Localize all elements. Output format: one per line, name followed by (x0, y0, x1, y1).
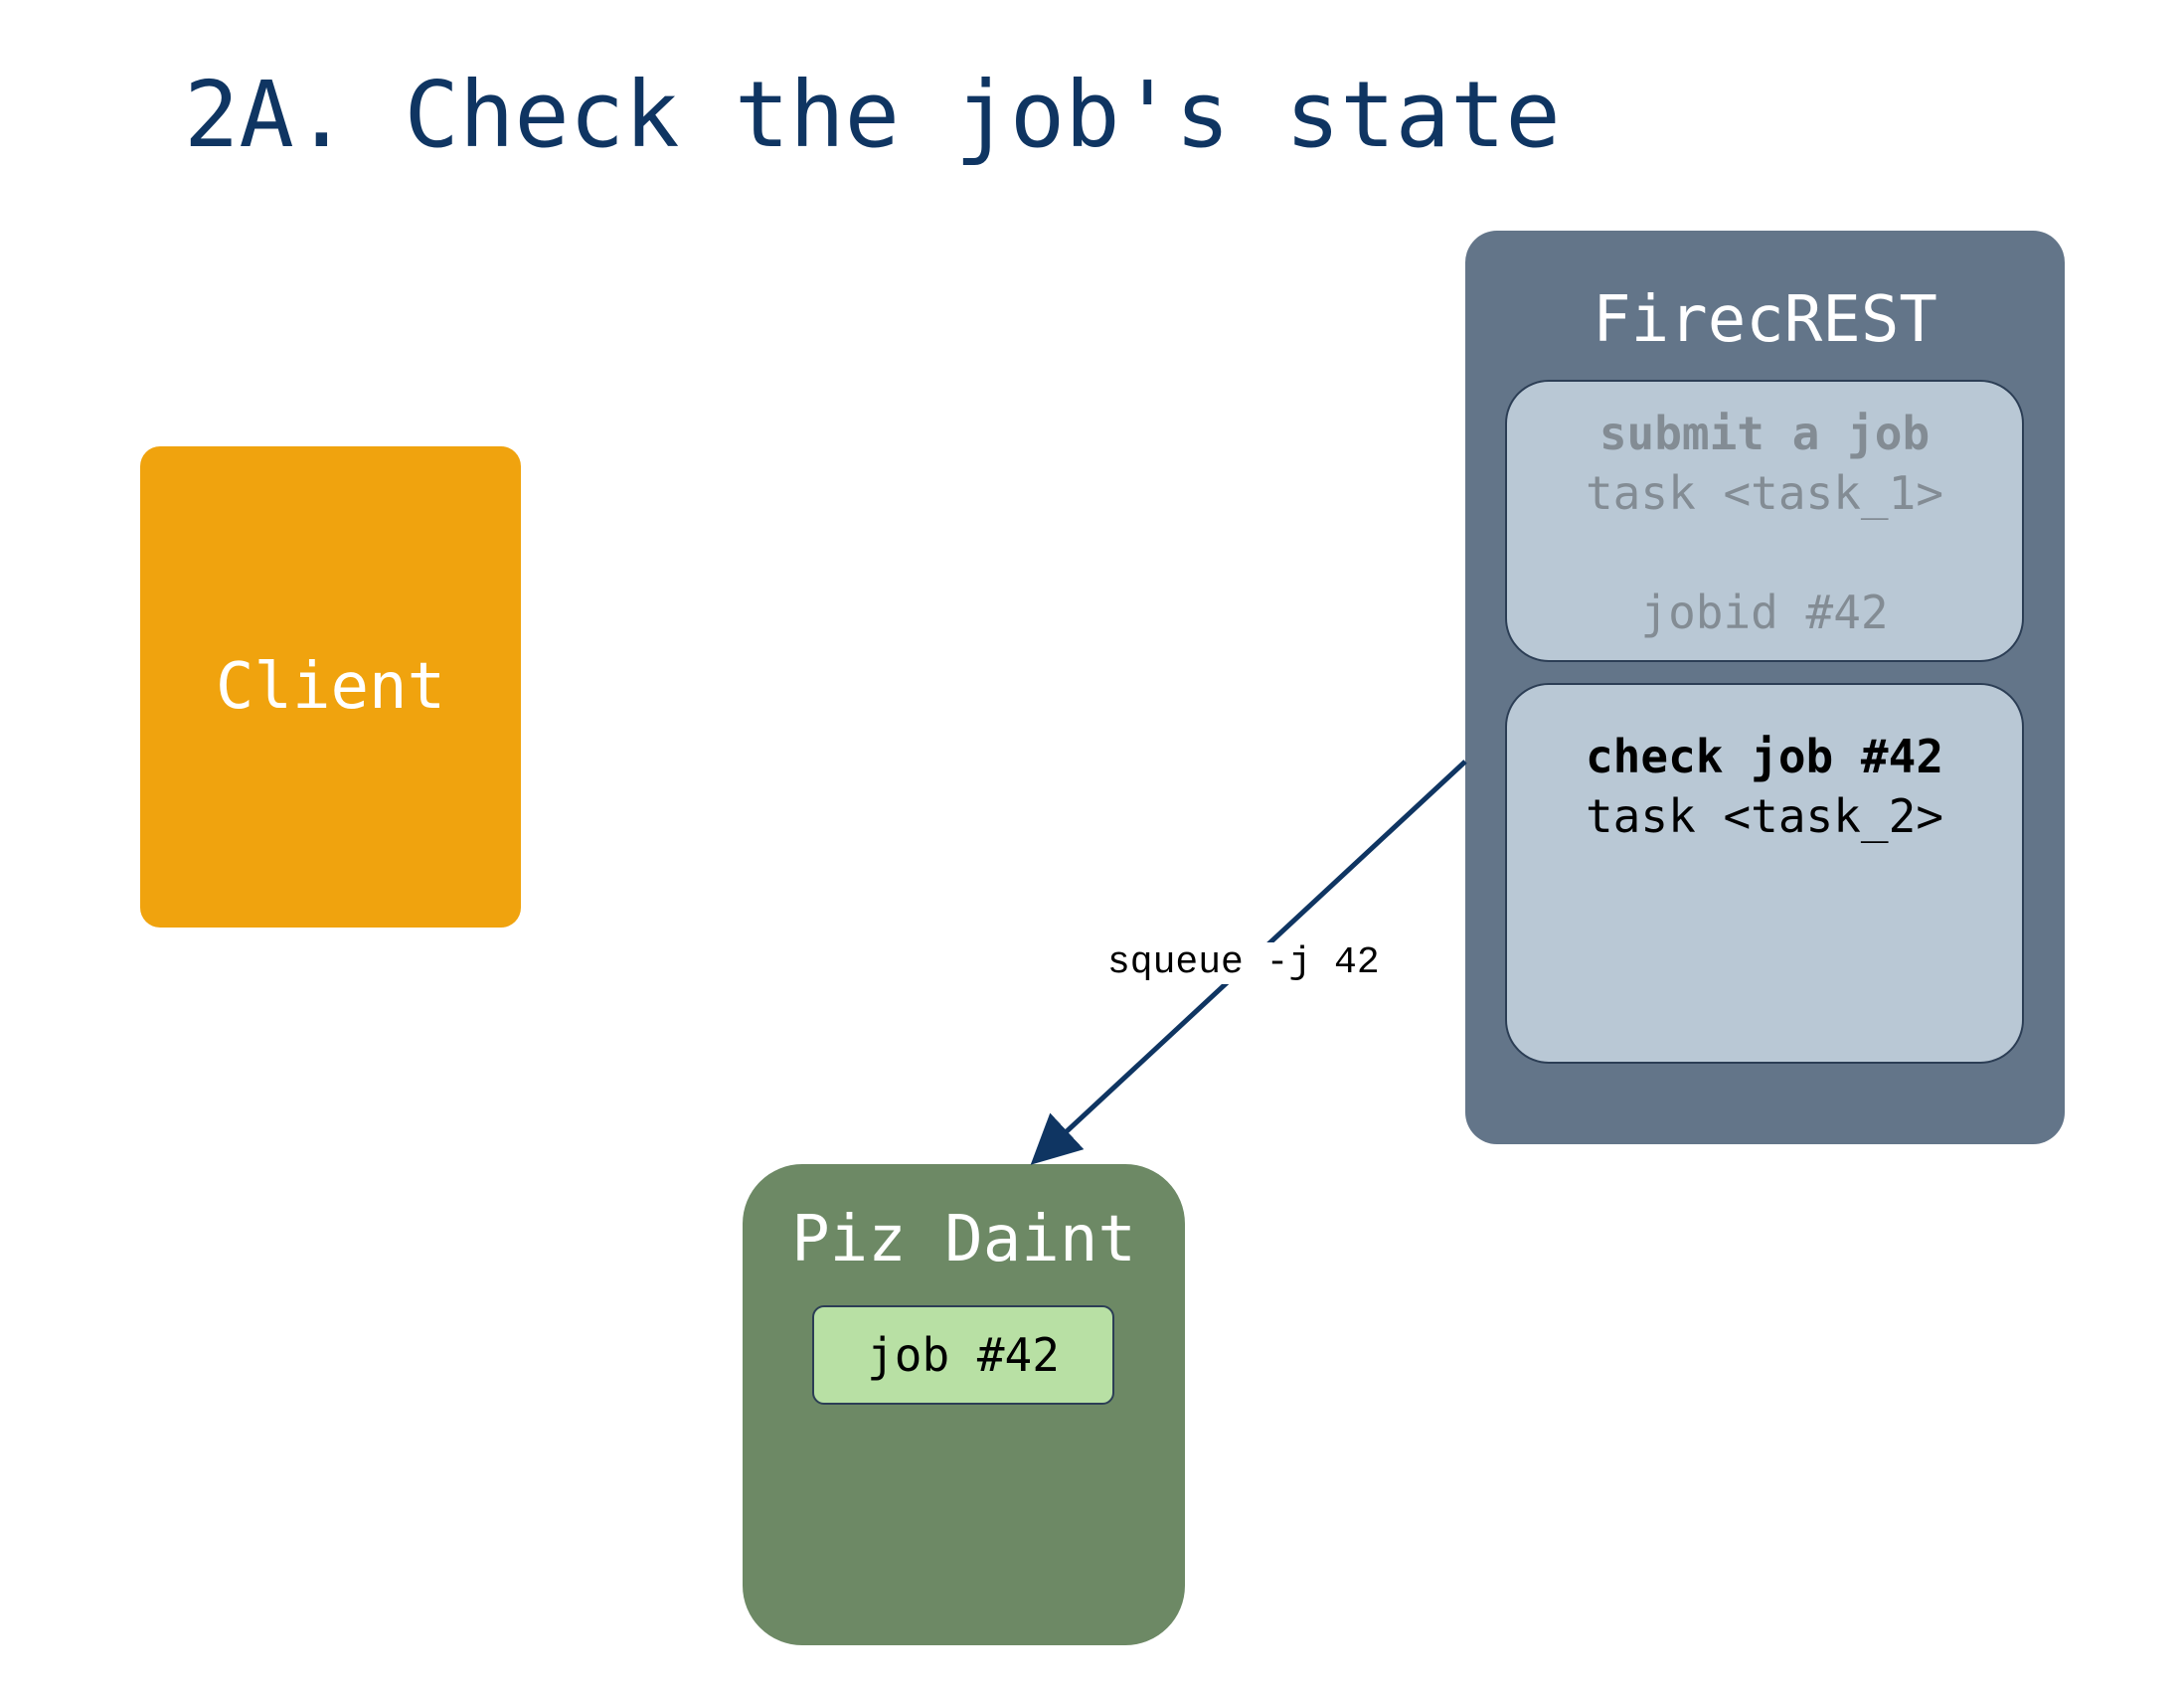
job-box: job #42 (812, 1305, 1114, 1405)
client-node: Client (140, 446, 521, 928)
task-1-line-3: jobid #42 (1640, 586, 1889, 639)
firecrest-label: FirecREST (1593, 283, 1937, 357)
task-2-line-1: check job #42 (1585, 730, 1944, 783)
firecrest-node: FirecREST submit a job task <task_1> job… (1465, 231, 2065, 1144)
client-label: Client (215, 650, 446, 724)
task-1-line-2: task <task_1> (1585, 466, 1944, 520)
task-box-check-job: check job #42 task <task_2> (1505, 683, 2024, 1064)
task-box-submit-job: submit a job task <task_1> jobid #42 (1505, 380, 2024, 662)
piz-daint-node: Piz Daint job #42 (743, 1164, 1185, 1645)
edge-label: squeue -j 42 (1103, 942, 1384, 984)
job-label: job #42 (867, 1328, 1060, 1382)
diagram-title: 2A. Check the job's state (184, 62, 1561, 168)
task-2-line-2: task <task_2> (1585, 789, 1944, 843)
piz-daint-label: Piz Daint (791, 1203, 1136, 1276)
task-1-line-1: submit a job (1598, 407, 1931, 460)
